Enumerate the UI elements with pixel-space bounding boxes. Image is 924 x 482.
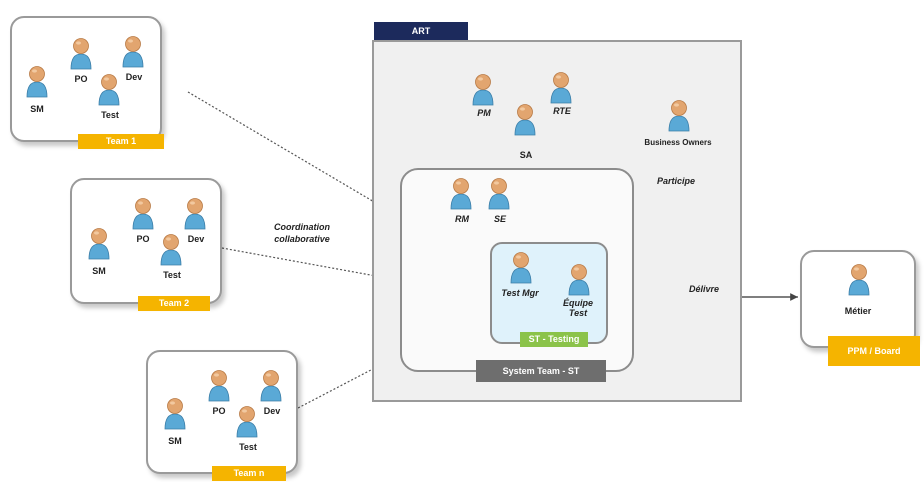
person-icon — [68, 36, 94, 70]
person-icon — [512, 102, 538, 136]
team-1-dev-label: Dev — [125, 72, 143, 82]
team2-arrow — [221, 247, 487, 299]
team-n-dev-label: Dev — [263, 406, 281, 416]
team-2-dev-label: Dev — [187, 234, 205, 244]
person-icon — [24, 64, 50, 98]
rte-label: RTE — [553, 106, 571, 116]
equipe-test-label-line1: Équipe — [562, 298, 594, 308]
team-n-po-label: PO — [212, 406, 226, 416]
person-icon — [258, 368, 284, 402]
team-n-tag: Team n — [212, 466, 286, 481]
person-icon — [486, 176, 512, 210]
person-icon — [162, 396, 188, 430]
sa-label: SA — [519, 150, 533, 160]
person-icon — [158, 232, 184, 266]
delivre-label: Délivre — [688, 284, 720, 294]
person-icon — [234, 404, 260, 438]
team-2-sm-label: SM — [92, 266, 106, 276]
art-tab: ART — [374, 22, 468, 40]
system-team-tag: System Team - ST — [476, 360, 606, 382]
team-1-sm-label: SM — [30, 104, 44, 114]
team-2-po-label: PO — [136, 234, 150, 244]
person-icon — [666, 98, 692, 132]
person-icon — [96, 72, 122, 106]
person-icon — [508, 250, 534, 284]
team-1-po-label: PO — [74, 74, 88, 84]
coordination-label-line2: collaborative — [274, 234, 330, 244]
person-icon — [86, 226, 112, 260]
person-icon — [182, 196, 208, 230]
metier-tag: PPM / Board — [828, 336, 920, 366]
participe-label: Participe — [656, 176, 696, 186]
person-icon — [206, 368, 232, 402]
business-owners-label: Business Owners — [644, 138, 712, 147]
rm-label: RM — [455, 214, 469, 224]
test-mgr-label: Test Mgr — [501, 288, 539, 298]
equipe-test-label-line2: Test — [568, 308, 588, 318]
metier-label: Métier — [844, 306, 872, 316]
team-1-tag: Team 1 — [78, 134, 164, 149]
team-2-test-label: Test — [163, 270, 181, 280]
team-1-test-label: Test — [101, 110, 119, 120]
person-icon — [120, 34, 146, 68]
person-icon — [566, 262, 592, 296]
team-n-test-label: Test — [239, 442, 257, 452]
person-icon — [846, 262, 872, 296]
person-icon — [448, 176, 474, 210]
person-icon — [548, 70, 574, 104]
team-n-sm-label: SM — [168, 436, 182, 446]
team-2-tag: Team 2 — [138, 296, 210, 311]
st-testing-tag: ST - Testing — [520, 332, 588, 347]
person-icon — [130, 196, 156, 230]
pm-label: PM — [477, 108, 491, 118]
coordination-label-line1: Coordination — [274, 222, 330, 232]
person-icon — [470, 72, 496, 106]
se-label: SE — [493, 214, 507, 224]
